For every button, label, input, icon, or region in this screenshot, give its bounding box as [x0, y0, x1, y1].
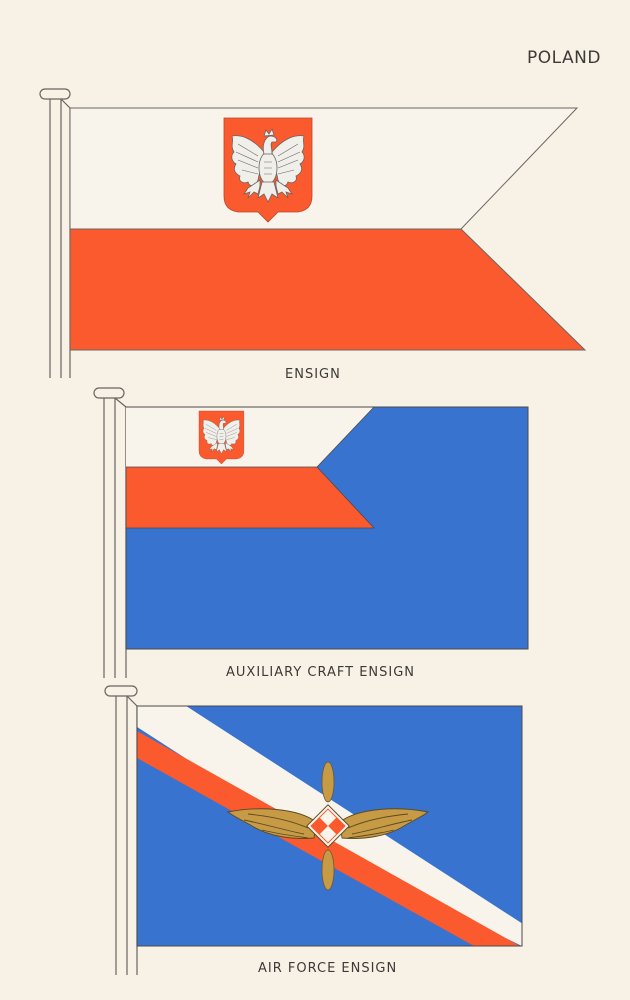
auxiliary-craft-ensign-flag — [93, 387, 529, 678]
ensign-flag — [39, 88, 587, 378]
winged-propeller-icon — [226, 761, 430, 891]
air-force-ensign-flag — [104, 685, 523, 975]
page-title: POLAND — [527, 48, 601, 68]
auxiliary-craft-ensign-caption: AUXILIARY CRAFT ENSIGN — [226, 665, 416, 680]
flagpole — [39, 88, 71, 378]
coat-of-arms-icon — [223, 117, 313, 223]
coat-of-arms-icon — [198, 410, 245, 465]
ensign-caption: ENSIGN — [285, 367, 341, 382]
air-force-ensign-caption: AIR FORCE ENSIGN — [258, 961, 398, 976]
flagpole — [104, 685, 138, 975]
flagpole — [93, 387, 127, 678]
